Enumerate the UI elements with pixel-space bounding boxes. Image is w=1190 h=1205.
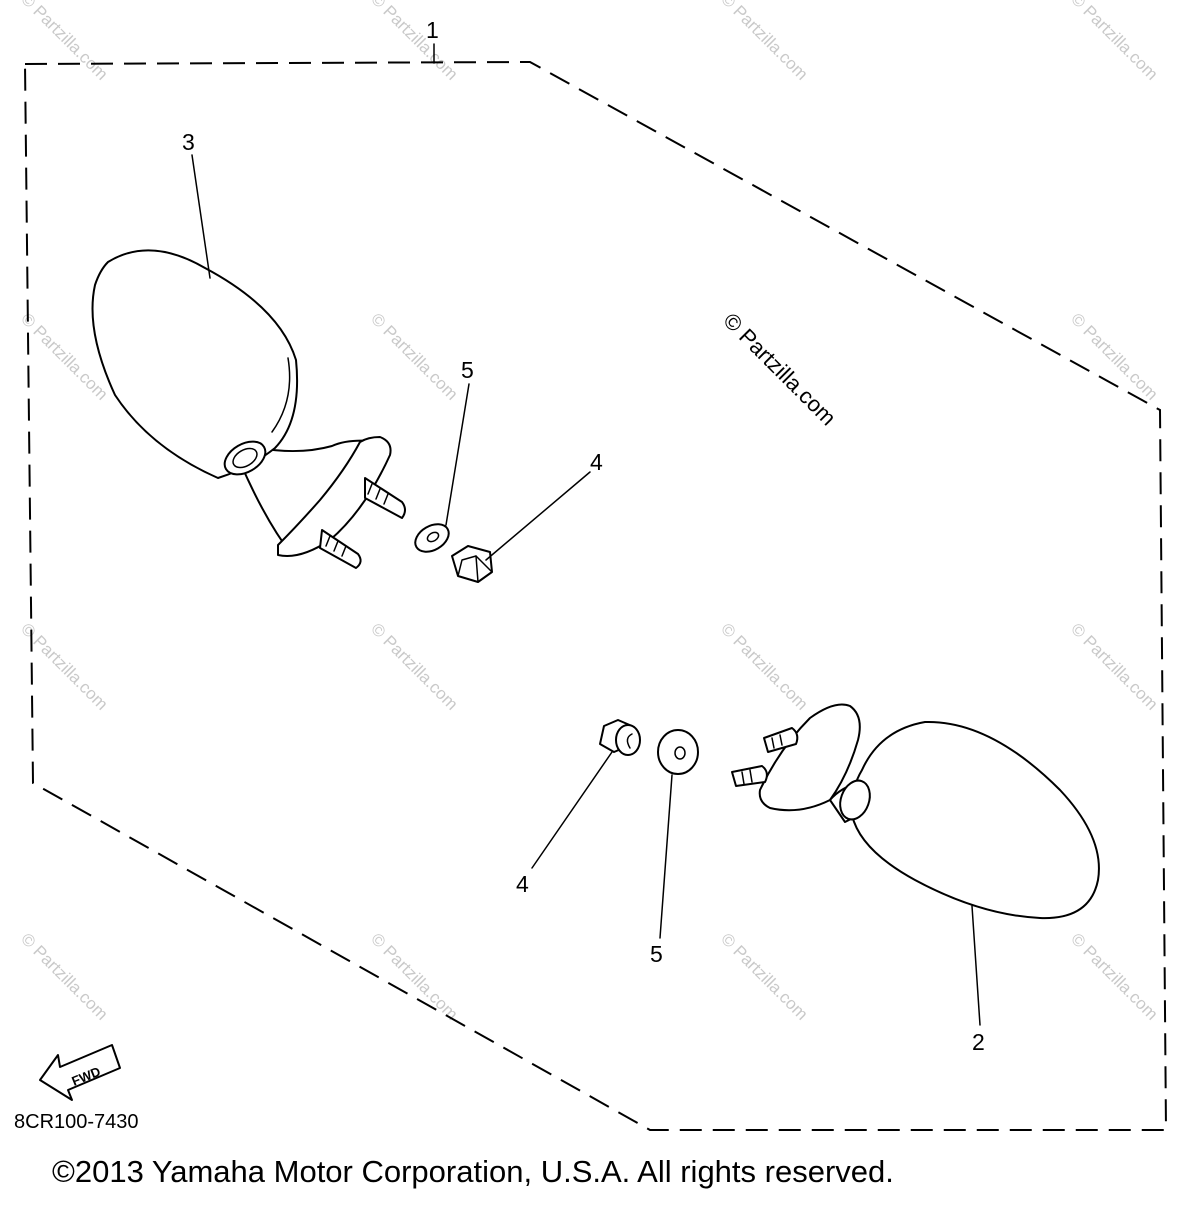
watermark: © Partzilla.com	[1067, 309, 1161, 403]
watermark: © Partzilla.com	[1067, 0, 1161, 84]
callout-mirror-right: 2	[972, 1029, 985, 1055]
callout-kit: 1	[426, 17, 439, 43]
washer-left	[414, 523, 450, 553]
callout-washer-right: 5	[650, 941, 663, 967]
watermark: © Partzilla.com	[717, 929, 811, 1023]
leader-line-nut-left	[485, 471, 591, 561]
washer-right	[657, 729, 699, 775]
callout-washer-left: 5	[461, 357, 474, 383]
watermark: © Partzilla.com	[1067, 929, 1161, 1023]
watermark: © Partzilla.com	[717, 0, 811, 84]
mirror-right	[731, 703, 1100, 920]
copyright-notice: ©2013 Yamaha Motor Corporation, U.S.A. A…	[52, 1154, 894, 1189]
watermark-main: © Partzilla.com	[718, 308, 841, 431]
watermark: © Partzilla.com	[367, 0, 461, 84]
fwd-arrow-icon: FWD	[39, 1044, 121, 1101]
watermark: © Partzilla.com	[367, 619, 461, 713]
leader-line-washer-right	[659, 774, 673, 939]
watermark: © Partzilla.com	[17, 0, 111, 84]
leader-line-mirror-left	[191, 154, 211, 279]
leader-line-nut-right	[531, 751, 613, 869]
leader-line-washer-left	[445, 383, 470, 526]
watermark: © Partzilla.com	[717, 619, 811, 713]
callout-nut-left: 4	[590, 449, 603, 475]
mirror-left	[91, 249, 406, 569]
watermark: © Partzilla.com	[367, 929, 461, 1023]
leader-line-mirror-right	[971, 905, 981, 1026]
watermark: © Partzilla.com	[17, 929, 111, 1023]
nut-left	[451, 545, 493, 583]
nut-right	[599, 719, 641, 756]
callout-nut-right: 4	[516, 871, 529, 897]
watermark: © Partzilla.com	[367, 309, 461, 403]
kit-boundary	[23, 60, 1168, 1131]
diagram-code: 8CR100-7430	[14, 1111, 139, 1133]
watermark: © Partzilla.com	[1067, 619, 1161, 713]
callout-mirror-left: 3	[182, 129, 195, 155]
